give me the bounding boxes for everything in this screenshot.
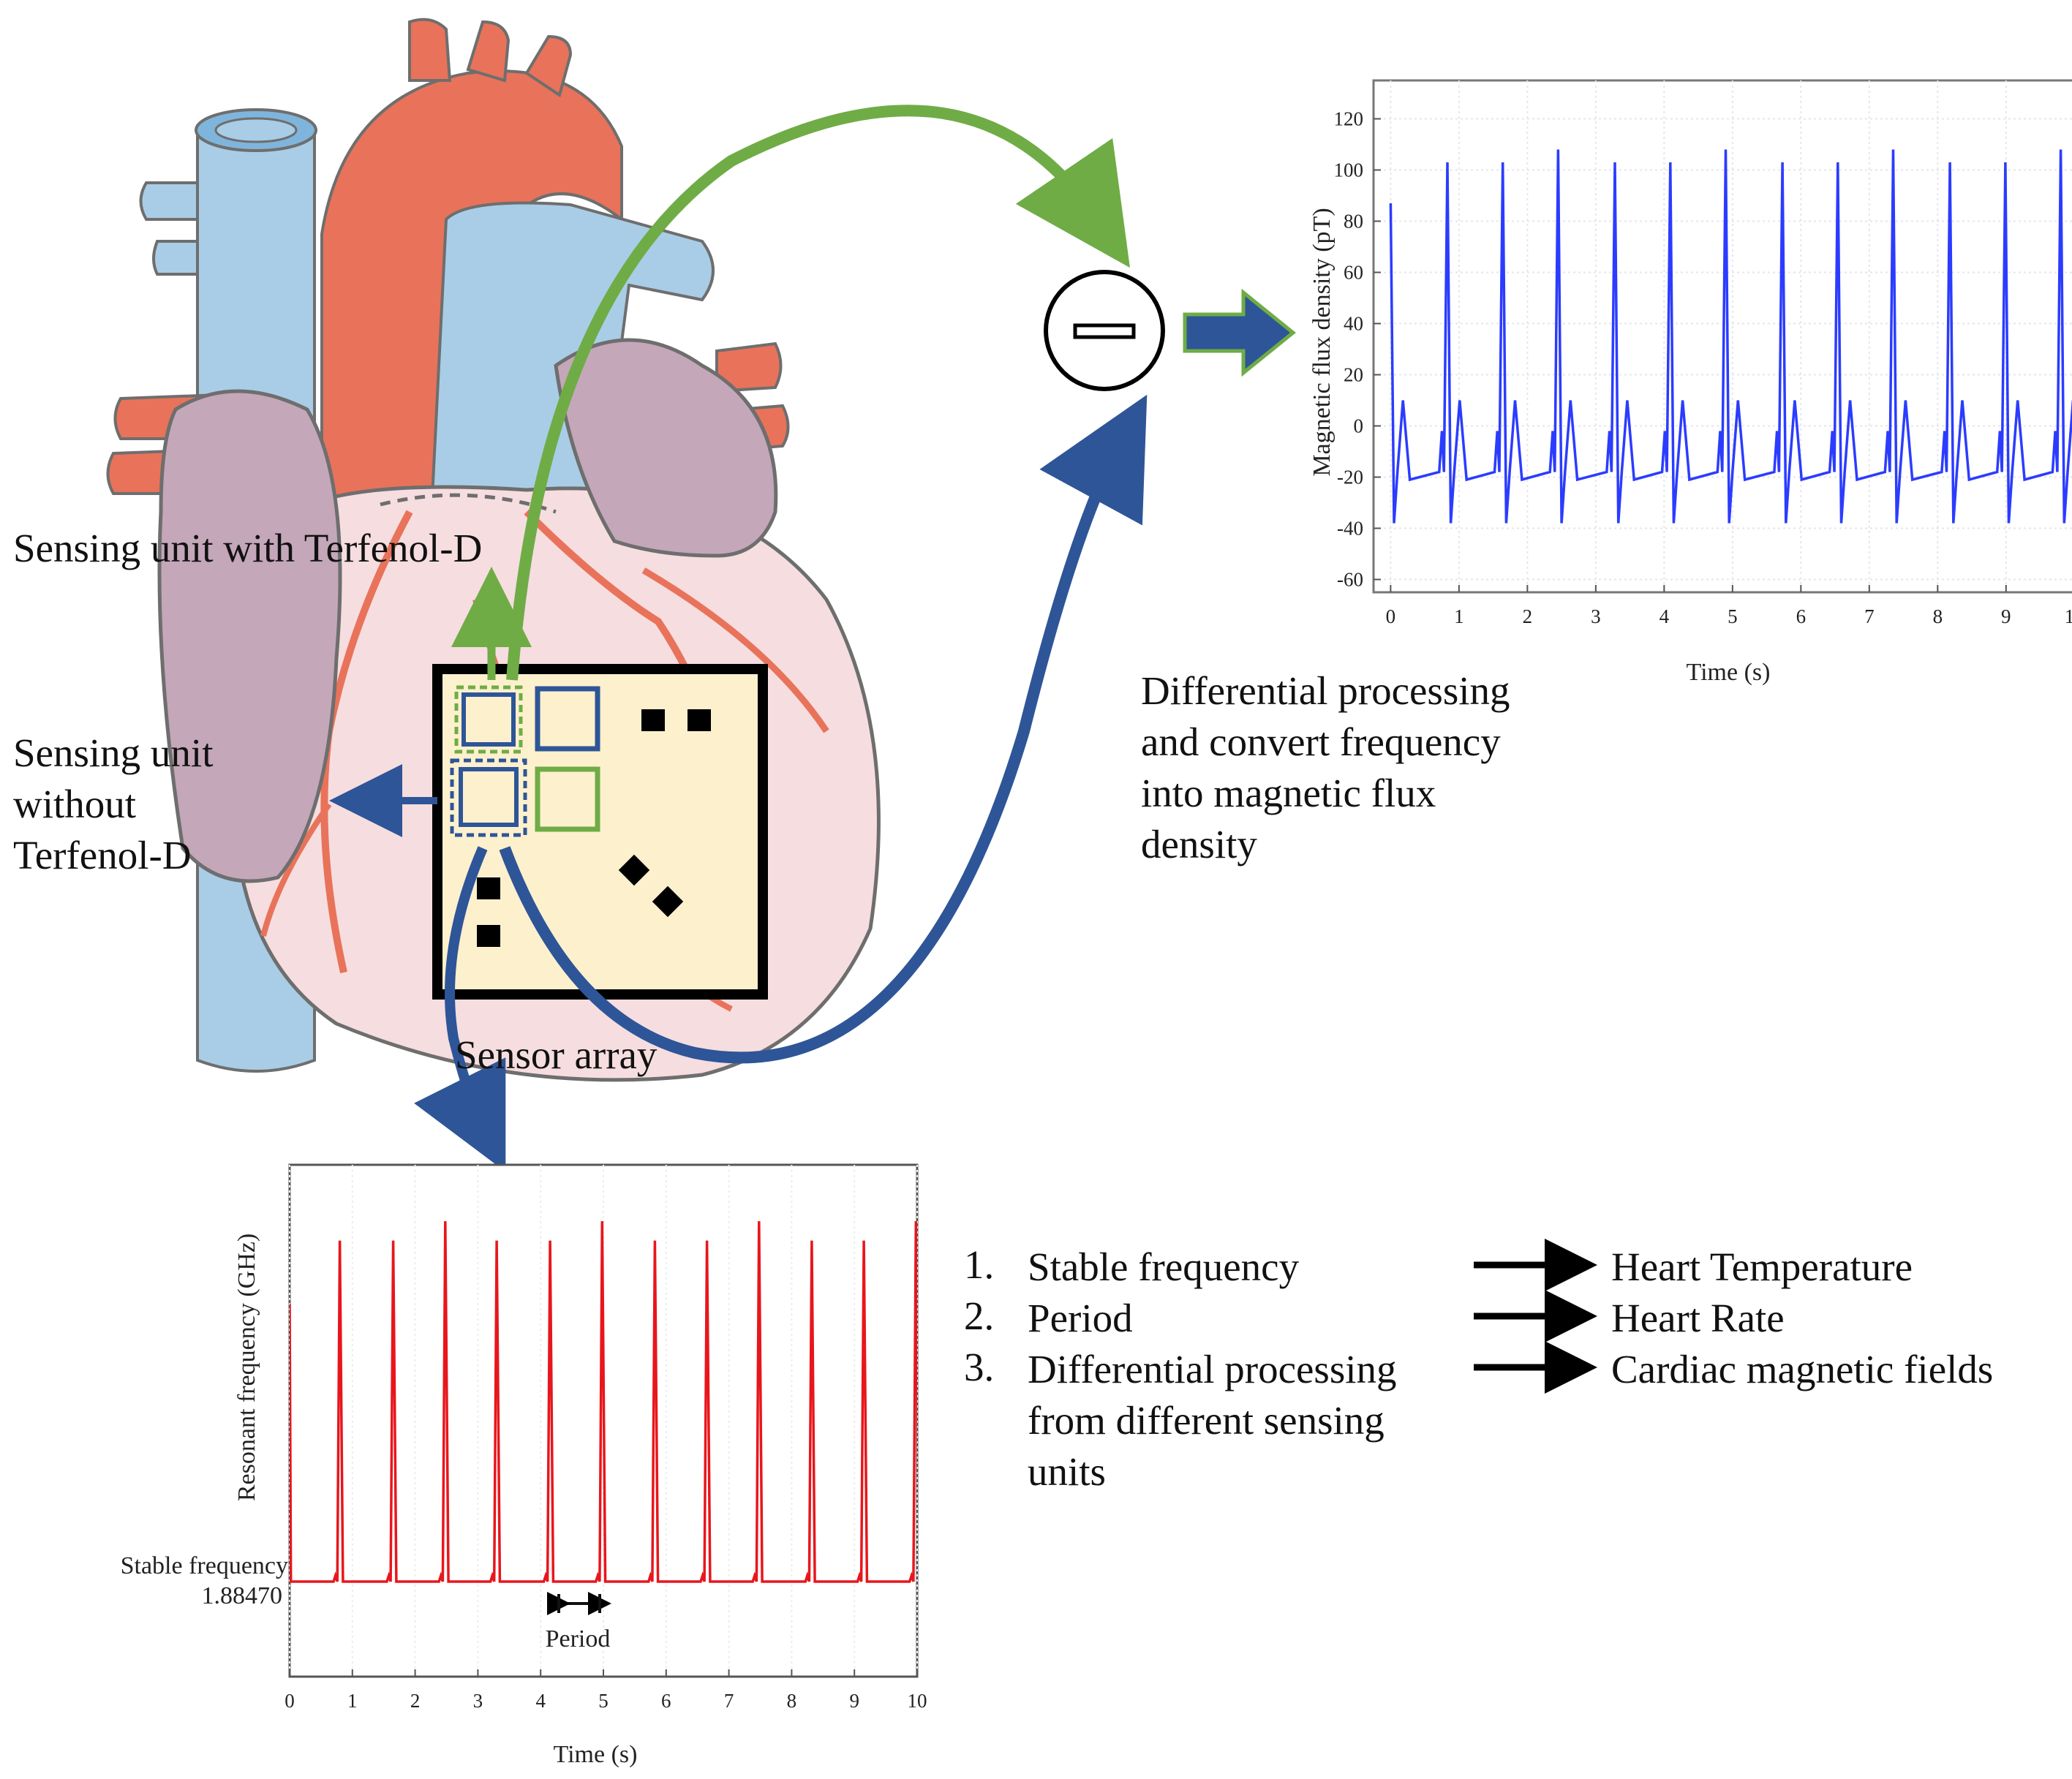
list-text-3-line-2: from different sensing (1028, 1398, 1385, 1443)
mag-ytick-label: 100 (1334, 159, 1364, 181)
sensing-unit-plain-selected (450, 758, 527, 837)
freq-xtick-label: 1 (347, 1690, 358, 1712)
freq-xtick-label: 2 (410, 1690, 421, 1712)
mag-ytick-label: 40 (1344, 313, 1363, 335)
without-line-2: without (13, 782, 137, 826)
mag-ytick-label: 60 (1344, 262, 1363, 284)
note-line-2: and convert frequency (1141, 719, 1501, 764)
flow-arrows (329, 105, 1296, 1172)
without-line-3: Terfenol-D (13, 833, 192, 877)
minus-to-chart-arrow (1183, 288, 1296, 377)
green-arc-arrow (506, 105, 1131, 681)
freq-xtick-label: 4 (535, 1690, 546, 1712)
list-text-3-line-1: Differential processing (1028, 1347, 1397, 1391)
list-text-1: Stable frequency (1028, 1244, 1300, 1289)
sensing-unit-terfenol-selected (454, 685, 523, 754)
label-sensor-array: Sensor array (455, 1032, 658, 1077)
minus-icon (1073, 323, 1136, 339)
mag-ytick-label: -20 (1337, 467, 1363, 488)
mag-ytick-label: 0 (1354, 415, 1364, 437)
list-result-2: Heart Rate (1611, 1296, 1785, 1340)
freq-xtick-label: 3 (473, 1690, 483, 1712)
period-label: Period (546, 1625, 611, 1653)
freq-xtick-label: 5 (598, 1690, 609, 1712)
freq-xtick-label: 0 (285, 1690, 295, 1712)
magnetic-flux-chart: 0 1 2 3 4 5 6 7 8 9 10 120 100 80 60 40 20 0 -20 -40 -60 Mag… (1308, 79, 2072, 686)
mag-xtick-label: 0 (1386, 605, 1396, 627)
label-sensing-without-terfenol: Sensing unit without Terfenol-D (13, 728, 214, 881)
list-arrows (1474, 1239, 1597, 1394)
note-line-4: density (1141, 822, 1257, 866)
blue-down-arrow (414, 846, 506, 1172)
frequency-ylabel: Resonant frequency (GHz) (233, 1234, 260, 1501)
sensor-array (432, 664, 768, 1000)
mag-xtick-label: 7 (1864, 605, 1875, 627)
list-text-2: Period (1028, 1296, 1133, 1340)
blue-arc-arrow (499, 394, 1148, 1064)
stable-frequency-label: Stable frequency (121, 1552, 288, 1579)
differential-note: Differential processing and convert freq… (1141, 665, 1510, 870)
list-text-3-line-3: units (1028, 1449, 1106, 1494)
list-result-3: Cardiac magnetic fields (1611, 1347, 1994, 1391)
note-line-1: Differential processing (1141, 668, 1510, 713)
frequency-xlabel: Time (s) (554, 1741, 638, 1768)
mag-xtick-label: 1 (1454, 605, 1464, 627)
magnetic-ylabel: Magnetic flux density (pT) (1308, 208, 1336, 476)
mag-xtick-label: 6 (1796, 605, 1807, 627)
stable-frequency-value: 1.88470 (202, 1582, 283, 1609)
mag-xtick-label: 2 (1523, 605, 1533, 627)
differential-node (1044, 270, 1165, 391)
list-num-3: 3. (964, 1345, 995, 1389)
frequency-chart: 0 1 2 3 4 5 6 7 8 9 10 Resonant frequency (GHz) Ti… (121, 1163, 927, 1768)
period-marker (547, 1592, 611, 1615)
list-num-2: 2. (964, 1293, 995, 1338)
frequency-series-line (290, 1221, 917, 1583)
mag-ytick-label: 20 (1344, 364, 1363, 386)
without-line-1: Sensing unit (13, 730, 214, 775)
mag-xtick-label: 4 (1660, 605, 1670, 627)
magnetic-series-line (1389, 149, 2072, 524)
label-sensing-with-terfenol: Sensing unit with Terfenol-D (13, 526, 483, 570)
list-result-1: Heart Temperature (1611, 1244, 1913, 1289)
freq-xtick-label: 9 (849, 1690, 859, 1712)
list-num-1: 1. (964, 1242, 995, 1287)
mag-xtick-label: 5 (1728, 605, 1738, 627)
mag-xtick-label: 10 (2065, 605, 2072, 627)
mag-xtick-label: 8 (1933, 605, 1943, 627)
right-atrium (157, 389, 342, 883)
sensing-unit-4 (535, 766, 600, 832)
mag-ytick-label: 80 (1344, 211, 1363, 233)
left-atrium (554, 338, 778, 558)
note-line-3: into magnetic flux (1141, 771, 1436, 815)
freq-xtick-label: 7 (724, 1690, 734, 1712)
magnetic-xlabel: Time (s) (1687, 659, 1771, 686)
sensing-unit-2 (535, 686, 600, 752)
freq-xtick-label: 10 (908, 1690, 927, 1712)
mag-ytick-label: -40 (1337, 518, 1363, 540)
freq-xtick-label: 8 (787, 1690, 797, 1712)
mag-ytick-label: -60 (1337, 569, 1363, 591)
list-text-3: Differential processing from different s… (1028, 1344, 1397, 1497)
mag-xtick-label: 3 (1591, 605, 1601, 627)
mag-ytick-label: 120 (1334, 108, 1364, 130)
freq-xtick-label: 6 (661, 1690, 671, 1712)
mag-xtick-label: 9 (2001, 605, 2011, 627)
